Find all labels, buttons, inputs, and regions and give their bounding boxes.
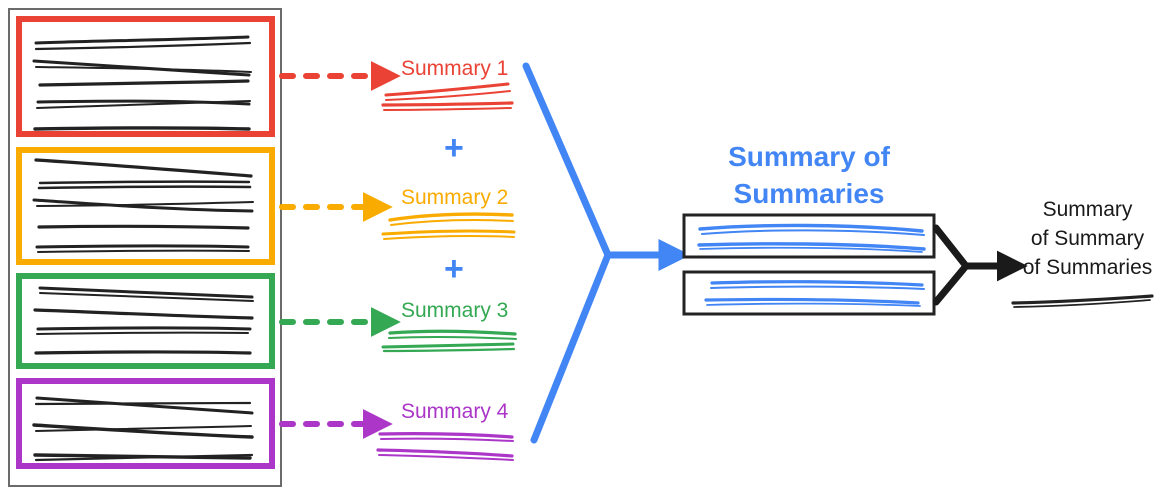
summary-3-label: Summary 3 [401,299,509,322]
summary-3-scribble [381,329,517,353]
final-output-line-1: Summary [1042,198,1133,221]
chunk-1-group[interactable] [16,16,275,137]
summary-2-scribble [381,212,516,240]
summary-4-label: Summary 4 [401,400,509,423]
final-output-line-2: of Summary [1030,227,1145,250]
final-output-line-3: of Summaries [1022,256,1153,279]
chunk-4-box[interactable] [16,378,275,469]
summary-of-summaries-title-line-2: Summaries [733,178,885,209]
chunk-3-text-lines [33,286,254,355]
chunk-4-group[interactable] [16,378,275,469]
chunk-2-text-lines [32,158,254,253]
sos-box-1-group[interactable] [682,213,936,259]
chunk-2-group[interactable] [16,147,275,265]
blue-merge-connector [522,62,691,444]
sos-box-2-group[interactable] [682,270,936,316]
sos-box-2-scribble [704,280,925,307]
final-output-scribble [1011,294,1154,308]
summary-2-label: Summary 2 [401,186,509,209]
summary-of-summaries-title-line-1: Summary of [728,141,890,172]
summary-1-label: Summary 1 [401,57,509,80]
sos-box-2[interactable] [682,270,936,316]
chunk-4-text-lines [32,396,254,462]
black-merge-connector [932,224,1028,306]
plus-operator-2: + [444,250,464,288]
chunk-3-group[interactable] [16,273,275,369]
summary-4-scribble [376,432,514,461]
summary-1-scribble [381,82,514,111]
sos-box-1-scribble [697,223,926,253]
plus-operator-1: + [444,129,464,167]
chunk-1-text-lines [32,35,252,131]
